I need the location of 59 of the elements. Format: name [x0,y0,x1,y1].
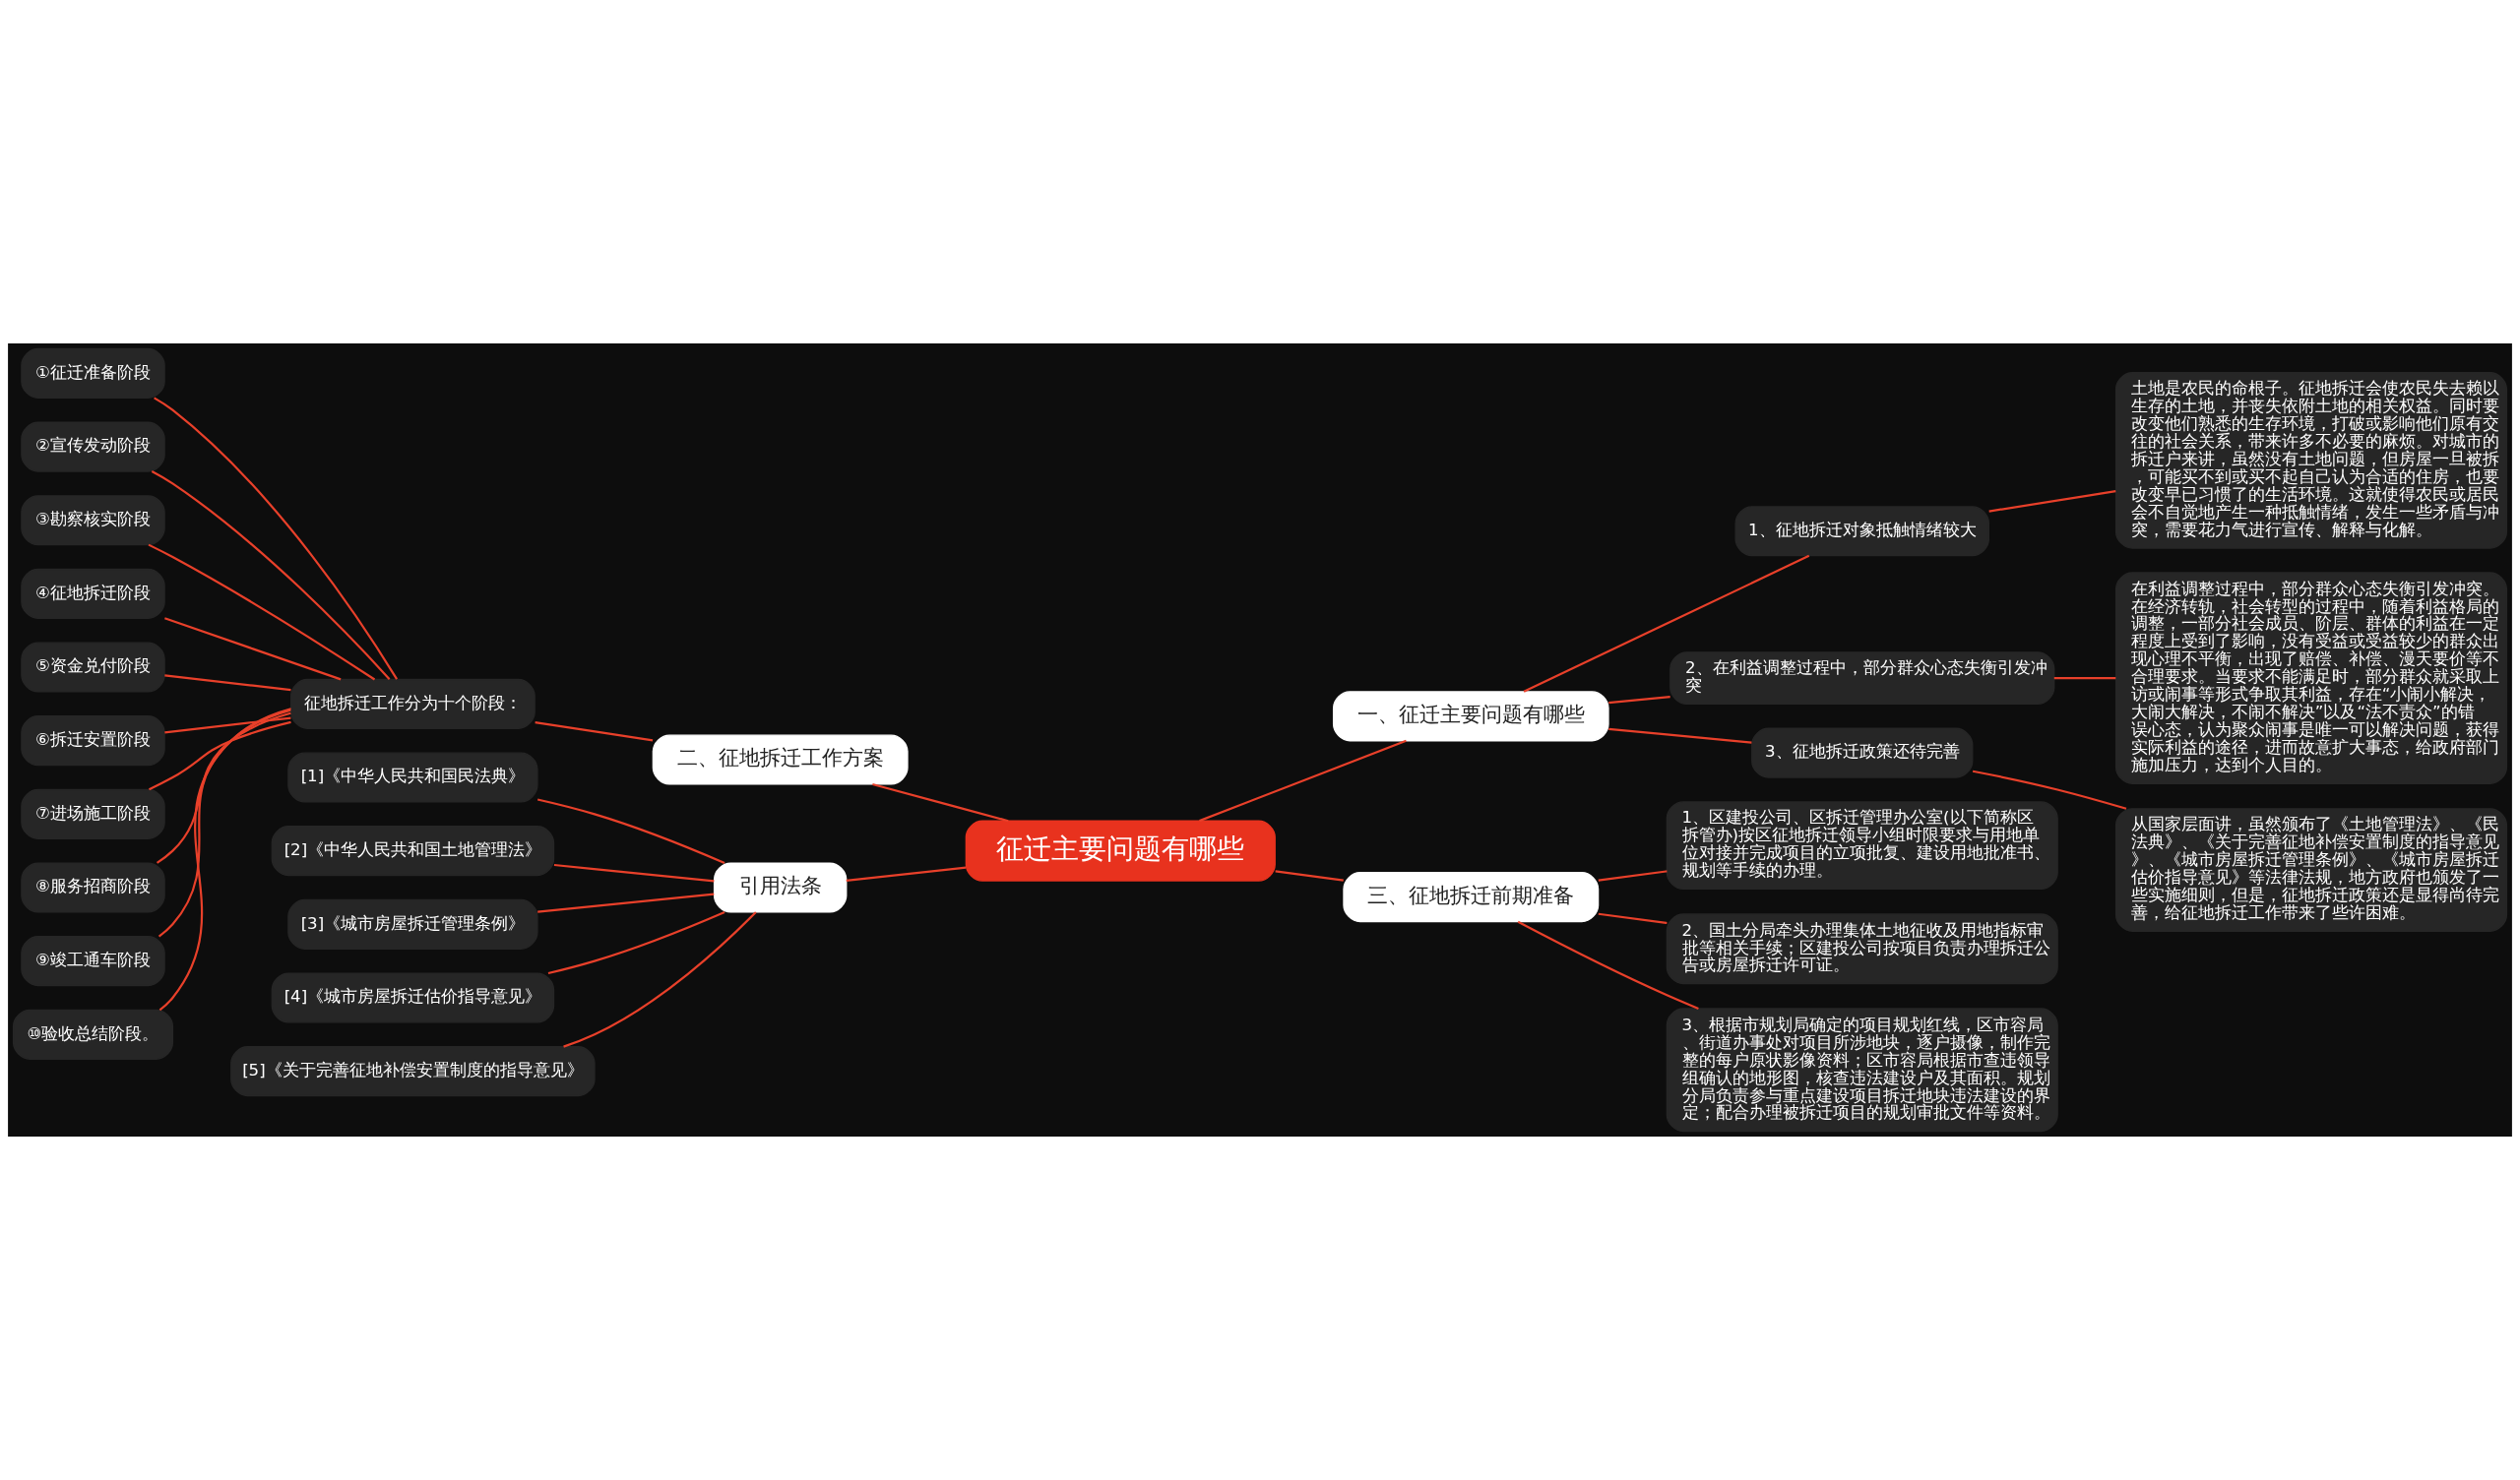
connector [154,397,399,680]
node-box: ⑦进场施工阶段 [21,788,165,839]
connector [1598,870,1668,882]
connector [148,543,376,681]
connector [1199,739,1407,823]
node-box: ④征地拆迁阶段 [21,568,165,619]
node-box: ⑨竣工通车阶段 [21,936,165,987]
connector [553,863,715,883]
node-box: [4]《城市房屋拆迁估价指导意见》 [271,972,555,1023]
connector [1523,554,1810,693]
connector [149,720,291,791]
connector [1608,727,1752,744]
connector [164,674,291,692]
connector [536,798,725,864]
connector [547,911,725,975]
node-box: ⑥拆迁安置阶段 [21,715,165,767]
connector [1972,770,2127,810]
connector [158,708,291,1012]
node-box: 3、征地拆迁政策还待完善 [1751,727,1974,778]
node-box: 从国家层面讲，虽然颁布了《土地管理法》、《民法典》、《关于完善征地补偿安置制度的指导意见》、《城市房屋拆迁管理条例》、《城市房屋拆迁估价指导意见》等法律法规，地方政府也颁发了一些实施细则，但是，征地拆迁政策还是显得尚待完善，给征地拆迁工作带来了些许困难。 [2114,808,2508,932]
node-box: 1、区建投公司、区拆迁管理办公室(以下简称区拆管办)按区征地拆迁领导小组时限要求与用地单位对接并完成项目的立项批复、建设用地批准书、规划等手续的办理。 [1666,801,2058,891]
node-box: 三、征地拆迁前期准备 [1343,872,1600,923]
connector [1598,912,1668,925]
node-box: [2]《中华人民共和国土地管理法》 [271,826,555,877]
node-box: ⑧服务招商阶段 [21,862,165,913]
connector [156,711,291,864]
node-box: ③勘察核实阶段 [21,495,165,546]
node-box: 二、征地拆迁工作方案 [652,734,909,785]
connector [1517,920,1699,1010]
node-box: 引用法条 [713,862,848,913]
node-box: ⑩验收总结阶段。 [12,1009,174,1060]
node-box: ②宣传发动阶段 [21,421,165,472]
node-box: ①征迁准备阶段 [21,347,165,399]
node-box: [1]《中华人民共和国民法典》 [287,752,538,803]
node-box: 2、在利益调整过程中，部分群众心态失衡引发冲突 [1670,651,2055,706]
connector [2053,677,2116,680]
connector [1608,696,1670,705]
node-box: 2、国土分局牵头办理集体土地征收及用地指标审批等相关手续；区建投公司按项目负责办理拆迁公告或房屋拆迁许可证。 [1666,913,2058,985]
connector [535,721,654,742]
node-box: 一、征迁主要问题有哪些 [1332,691,1609,742]
node-box: 在利益调整过程中，部分群众心态失衡引发冲突。在经济转轨，社会转型的过程中，随着利益格局的调整，一部分社会成员、阶层、群体的利益在一定程度上受到了影响，没有受益或受益较少的群众出现心理不平衡，出现了赔偿、补偿、漫天要价等不合理要求。当要求不能满足时，部分群众就采取上访或闹事等形式争取其利益，存在“小闹小解决，大闹大解决，不闹不解决”以及“法不责众”的错误心态，认为聚众闹事是唯一可以解决问题，获得实际利益的途径，进而故意扩大事态，给政府部门施加压力，达到个人目的。 [2114,572,2508,784]
connector [151,470,391,680]
connector [872,782,1009,823]
connector [158,709,291,938]
node-box: [3]《城市房屋拆迁管理条例》 [287,898,538,950]
node-box: ⑤资金兑付阶段 [21,642,165,693]
connector [537,893,715,913]
node-box: 土地是农民的命根子。征地拆迁会使农民失去赖以生存的土地，并丧失依附土地的相关权益。同时要改变他们熟悉的生存环境，打破或影响他们原有交往的社会关系，带来许多不必要的麻烦。对城市的拆迁户来讲，虽然没有土地问题，但房屋一旦被拆，可能买不到或买不起自己认为合适的住房，也要改变早已习惯了的生活环境。这就使得农民或居民会不自觉地产生一种抵触情绪，发生一些矛盾与冲突，需要花力气进行宣传、解释与化解。 [2114,372,2508,549]
connector [1988,490,2116,513]
connector [164,716,291,734]
connector [1275,870,1344,882]
node-box: 征地拆迁工作分为十个阶段： [289,678,536,729]
node-box: 3、根据市规划局确定的项目规划红线，区市容局、街道办事处对项目所涉地块，逐户摄像，制作完整的每户原状影像资料；区市容局根据市查违领导组确认的地形图，核查违法建设户及其面积。规划分局负责参与重点建设项目拆迁地块违法建设的界定；配合办理被拆迁项目的规划审批文件等资料。 [1666,1008,2058,1133]
node-box: 征迁主要问题有哪些 [965,820,1276,882]
connector [563,911,757,1048]
node-box: [5]《关于完善征地补偿安置制度的指导意见》 [230,1046,596,1097]
node-box: 1、征地拆迁对象抵触情绪较大 [1734,506,1989,557]
connector [164,617,342,681]
connector [846,866,967,882]
